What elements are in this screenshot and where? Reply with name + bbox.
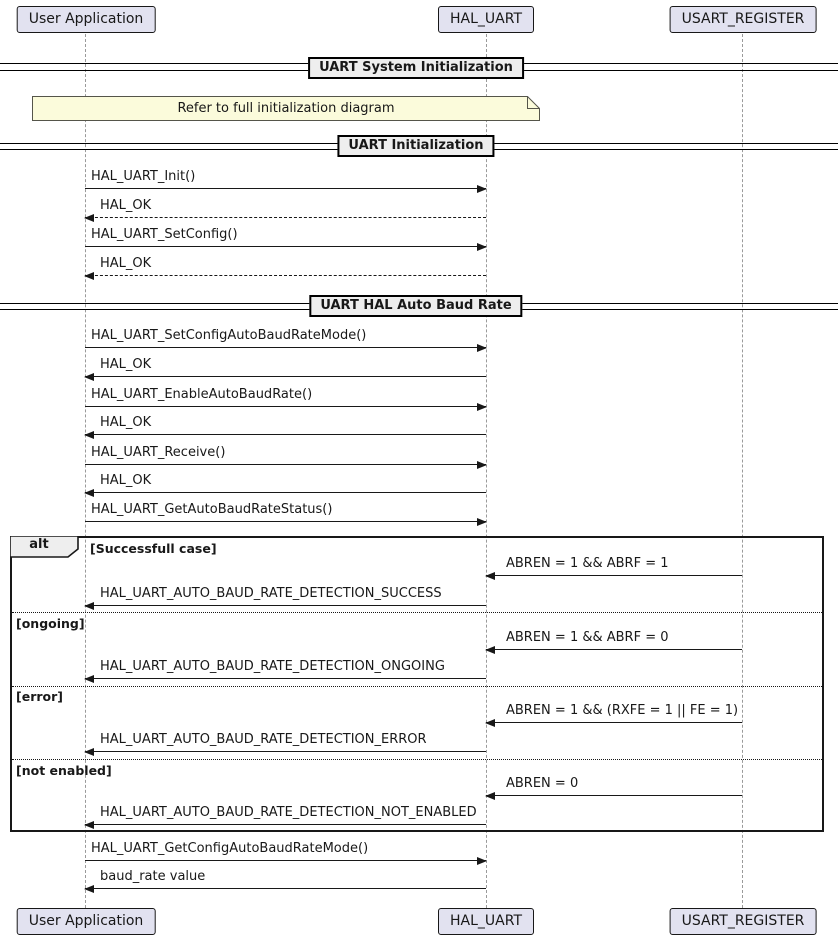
message-detection-error: HAL_UART_AUTO_BAUD_RATE_DETECTION_ERROR xyxy=(84,732,486,756)
arrowhead-left-icon xyxy=(485,792,495,800)
message-hal-ok-2: HAL_OK xyxy=(84,256,486,280)
arrowhead-left-icon xyxy=(84,748,94,756)
participant-bottom-usart-register: USART_REGISTER xyxy=(669,908,817,935)
arrowhead-left-icon xyxy=(485,572,495,580)
participant-top-user-application: User Application xyxy=(16,6,156,33)
message-hal-uart-init: HAL_UART_Init() xyxy=(85,169,487,193)
lifeline-usart-register xyxy=(742,34,743,908)
divider-uart-initialization: UART Initialization xyxy=(337,135,495,157)
note-refer-initialization: Refer to full initialization diagram xyxy=(32,96,540,121)
arrowhead-left-icon xyxy=(84,272,94,280)
message-detection-not-enabled: HAL_UART_AUTO_BAUD_RATE_DETECTION_NOT_EN… xyxy=(84,805,486,829)
lifeline-user-application xyxy=(84,34,86,908)
alt-operator-tag: alt xyxy=(9,535,80,558)
participant-bottom-user-application: User Application xyxy=(16,908,156,935)
arrowhead-right-icon xyxy=(477,461,487,469)
arrowhead-left-icon xyxy=(485,719,495,727)
participant-bottom-hal-uart: HAL_UART xyxy=(438,908,534,935)
arrowhead-left-icon xyxy=(84,373,94,381)
message-getconfig-autobaudratemode: HAL_UART_GetConfigAutoBaudRateMode() xyxy=(85,841,487,865)
arrowhead-right-icon xyxy=(477,857,487,865)
lifeline-hal-uart xyxy=(485,34,487,908)
guard-ongoing: [ongoing] xyxy=(16,616,85,631)
message-hal-ok-3: HAL_OK xyxy=(84,357,486,381)
arrowhead-left-icon xyxy=(485,646,495,654)
divider-uart-hal-auto-baud-rate: UART HAL Auto Baud Rate xyxy=(309,295,523,317)
arrowhead-right-icon xyxy=(477,243,487,251)
arrowhead-left-icon xyxy=(84,489,94,497)
note-text: Refer to full initialization diagram xyxy=(177,101,395,116)
message-get-autobaudrate-status: HAL_UART_GetAutoBaudRateStatus() xyxy=(85,502,487,526)
message-enable-autobaudrate: HAL_UART_EnableAutoBaudRate() xyxy=(85,387,487,411)
message-setconfig-autobaudratemode: HAL_UART_SetConfigAutoBaudRateMode() xyxy=(85,328,487,352)
divider-uart-system-initialization: UART System Initialization xyxy=(308,57,524,79)
participant-top-hal-uart: HAL_UART xyxy=(438,6,534,33)
guard-error: [error] xyxy=(16,689,63,704)
message-detection-success: HAL_UART_AUTO_BAUD_RATE_DETECTION_SUCCES… xyxy=(84,586,486,610)
message-baud-rate-value: baud_rate value xyxy=(84,869,486,893)
arrowhead-left-icon xyxy=(84,602,94,610)
alt-separator xyxy=(12,685,822,687)
message-abren-rxfe-fe: ABREN = 1 && (RXFE = 1 || FE = 1) xyxy=(485,703,742,727)
message-hal-ok-5: HAL_OK xyxy=(84,473,486,497)
arrowhead-left-icon xyxy=(84,214,94,222)
message-hal-ok-4: HAL_OK xyxy=(84,415,486,439)
guard-not-enabled: [not enabled] xyxy=(16,763,112,778)
message-abren-0: ABREN = 0 xyxy=(485,776,742,800)
arrowhead-right-icon xyxy=(477,185,487,193)
message-hal-uart-setconfig: HAL_UART_SetConfig() xyxy=(85,227,487,251)
message-abren-1-abrf-0: ABREN = 1 && ABRF = 0 xyxy=(485,630,742,654)
message-hal-ok-1: HAL_OK xyxy=(84,198,486,222)
arrowhead-left-icon xyxy=(84,675,94,683)
participant-top-usart-register: USART_REGISTER xyxy=(669,6,817,33)
message-detection-ongoing: HAL_UART_AUTO_BAUD_RATE_DETECTION_ONGOIN… xyxy=(84,659,486,683)
alt-separator xyxy=(12,759,822,760)
arrowhead-left-icon xyxy=(84,885,94,893)
message-abren-1-abrf-1: ABREN = 1 && ABRF = 1 xyxy=(485,556,742,580)
message-hal-uart-receive: HAL_UART_Receive() xyxy=(85,445,487,469)
arrowhead-right-icon xyxy=(477,403,487,411)
alt-separator xyxy=(12,612,822,613)
alt-frame: alt [Successfull case] [ongoing] [error]… xyxy=(9,535,824,832)
arrowhead-left-icon xyxy=(84,821,94,829)
guard-successfull-case: [Successfull case] xyxy=(90,541,217,556)
arrowhead-right-icon xyxy=(477,518,487,526)
arrowhead-right-icon xyxy=(477,344,487,352)
note-shape xyxy=(32,96,540,121)
arrowhead-left-icon xyxy=(84,431,94,439)
